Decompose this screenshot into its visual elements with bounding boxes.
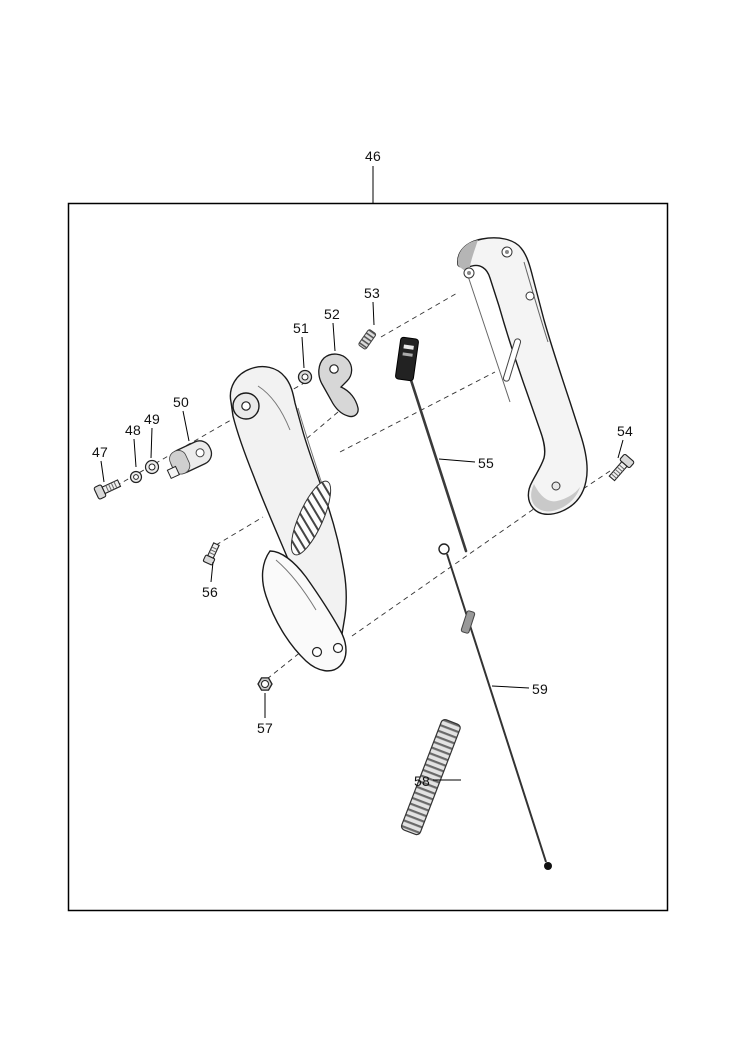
screw-56 (202, 542, 220, 566)
cover-inner-line (275, 559, 317, 611)
trigger-pivot-hole (329, 364, 339, 374)
axis-cover-to-housing-lower (351, 505, 539, 637)
callout-49: 49 (144, 411, 160, 427)
nut-57 (257, 677, 273, 691)
leader-48 (133, 438, 137, 468)
callout-leader-lines (100, 166, 624, 781)
cable-eyelet (438, 543, 450, 555)
housing-clamp-boss (551, 481, 561, 491)
cover-outline (261, 550, 347, 672)
leader-47 (100, 460, 105, 483)
callout-56: 56 (202, 584, 218, 600)
callout-58: 58 (414, 773, 430, 789)
housing-slot (502, 338, 522, 382)
washer-48 (129, 470, 143, 484)
washer-49 (144, 459, 160, 475)
leader-50 (182, 410, 190, 442)
trigger-lever-52 (318, 353, 359, 418)
callout-52: 52 (324, 306, 340, 322)
leader-51 (301, 336, 305, 369)
callout-47: 47 (92, 444, 108, 460)
bolt-54 (608, 453, 635, 482)
spring-58 (400, 718, 461, 836)
housing-clamp-shading (531, 484, 580, 512)
handle-outline (229, 365, 347, 666)
cable-59 (438, 543, 552, 870)
axis-spring53-to-housing (380, 291, 460, 338)
callout-57: 57 (257, 720, 273, 736)
diagram-frame (67, 202, 669, 912)
leader-49 (150, 427, 153, 459)
cover-screw-hole (332, 642, 344, 654)
lower-cover-half (261, 550, 347, 672)
throttle-rod-55 (395, 336, 468, 553)
clamp-50 (166, 440, 213, 480)
leader-59 (491, 685, 530, 689)
spring-53 (358, 329, 377, 350)
callout-53: 53 (364, 285, 380, 301)
callout-48: 48 (125, 422, 141, 438)
cover-screw-hole (311, 646, 323, 658)
leader-52 (332, 322, 336, 352)
housing-outline (457, 237, 588, 516)
leader-53 (372, 301, 375, 326)
housing-screw-boss (525, 291, 535, 301)
callout-54: 54 (617, 423, 633, 439)
handle-pivot-hole (241, 401, 251, 411)
bolt-47 (93, 479, 122, 500)
callout-50: 50 (173, 394, 189, 410)
cable-end-ball (544, 862, 552, 870)
housing-inner-line-left (467, 275, 511, 403)
callout-51: 51 (293, 320, 309, 336)
axis-screw56-to-handle (215, 516, 264, 546)
callout-55: 55 (478, 455, 494, 471)
handle-inner-line (257, 385, 291, 431)
axis-handle-to-housing-upper (339, 371, 496, 453)
housing-screw-boss-hole (467, 271, 471, 275)
left-handle-half (229, 365, 347, 666)
handle-grip-texture (290, 480, 332, 556)
leader-55 (438, 458, 476, 463)
housing-shaded-corner (457, 240, 478, 273)
housing-inner-line-right (523, 261, 549, 343)
housing-screw-boss-hole (505, 250, 509, 254)
leader-56 (210, 561, 214, 583)
leader-54 (617, 439, 624, 459)
cable-connector (460, 610, 476, 634)
axis-trigger-to-handle (304, 411, 339, 441)
callout-59: 59 (532, 681, 548, 697)
callout-46: 46 (365, 148, 381, 164)
right-handle-housing-half (457, 237, 588, 516)
nut-51 (297, 369, 313, 385)
axis-bolt47-to-handle (115, 415, 239, 487)
